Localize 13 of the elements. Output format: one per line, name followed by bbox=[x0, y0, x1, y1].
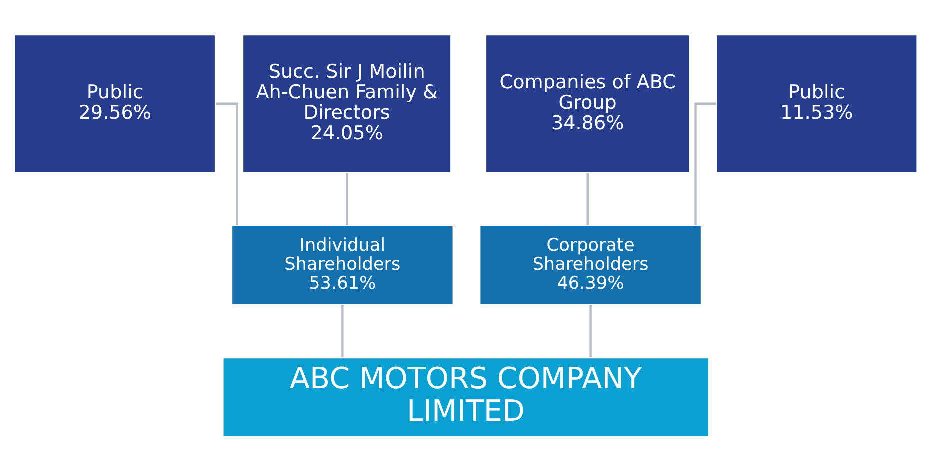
connector bbox=[694, 102, 716, 226]
connector bbox=[346, 173, 348, 226]
node-box: Public 29.56% bbox=[14, 34, 216, 174]
node-box: Corporate Shareholders 46.39% bbox=[479, 224, 702, 306]
node-box: ABC MOTORS COMPANY LIMITED bbox=[222, 357, 710, 438]
node-box: Public 11.53% bbox=[716, 34, 918, 174]
connector bbox=[586, 173, 589, 226]
node-box: Succ. Sir J Moilin Ah-Chuen Family & Directors 24.05% bbox=[242, 34, 452, 174]
connector bbox=[216, 102, 238, 226]
node-box: Individual Shareholders 53.61% bbox=[231, 224, 454, 306]
node-box: Companies of ABC Group 34.86% bbox=[485, 34, 691, 174]
connector bbox=[590, 305, 592, 358]
connector bbox=[342, 305, 344, 358]
